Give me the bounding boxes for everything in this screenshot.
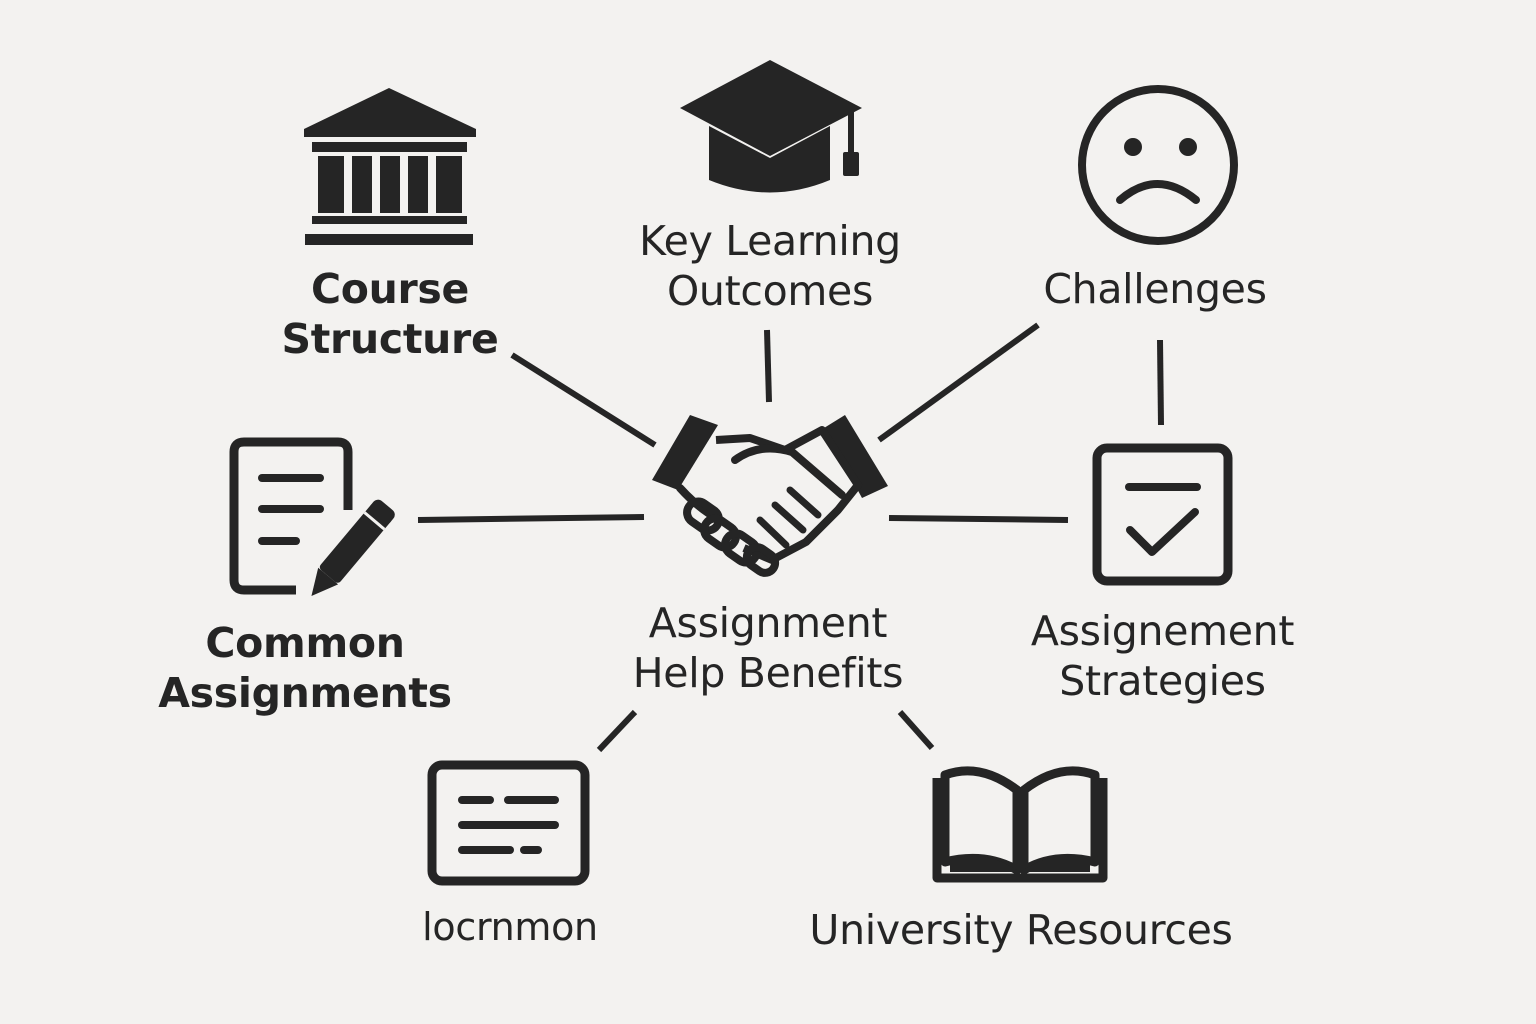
text-card-icon [427, 760, 590, 886]
institution-icon [304, 88, 476, 245]
graduation-cap-icon [680, 60, 862, 193]
locrnmon-label: locrnmon [400, 902, 620, 952]
connector-common-assignments [417, 514, 645, 523]
connector-university-resources [897, 710, 935, 750]
key-learning-line-1: Key Learning [639, 217, 901, 265]
connector-challenges-to-strategies [1157, 339, 1164, 426]
connector-locrnmon [596, 709, 638, 753]
course-structure-label: Course Structure [260, 264, 520, 364]
assignment-strategies-line-1: Assignement [1030, 607, 1295, 655]
center-line-1: Assignment [648, 599, 888, 647]
key-learning-outcomes-label: Key Learning Outcomes [610, 216, 930, 316]
connector-course-structure [510, 352, 657, 448]
common-assignments-line-1: Common [205, 619, 405, 667]
locrnmon-line-1: locrnmon [422, 905, 598, 949]
course-structure-line-2: Structure [281, 315, 499, 363]
checklist-icon [1092, 443, 1233, 586]
sad-face-icon [1078, 85, 1238, 245]
university-resources-label: University Resources [790, 905, 1252, 955]
center-label: Assignment Help Benefits [608, 598, 928, 698]
assignment-strategies-line-2: Strategies [1059, 657, 1266, 705]
challenges-line-1: Challenges [1043, 265, 1267, 313]
common-assignments-label: Common Assignments [150, 618, 460, 718]
connectors [417, 322, 1164, 753]
common-assignments-line-2: Assignments [158, 669, 452, 717]
key-learning-line-2: Outcomes [666, 267, 874, 315]
open-book-icon [932, 766, 1108, 883]
connector-strategies [888, 515, 1069, 523]
center-line-2: Help Benefits [632, 649, 904, 697]
challenges-label: Challenges [1010, 264, 1300, 314]
connector-key-learning [764, 329, 772, 403]
course-structure-line-1: Course [310, 265, 470, 313]
university-resources-line-1: University Resources [809, 906, 1233, 954]
document-pencil-icon [229, 437, 395, 596]
handshake-icon [652, 415, 888, 577]
assignment-strategies-label: Assignement Strategies [1010, 606, 1315, 706]
connector-challenges [877, 322, 1040, 443]
